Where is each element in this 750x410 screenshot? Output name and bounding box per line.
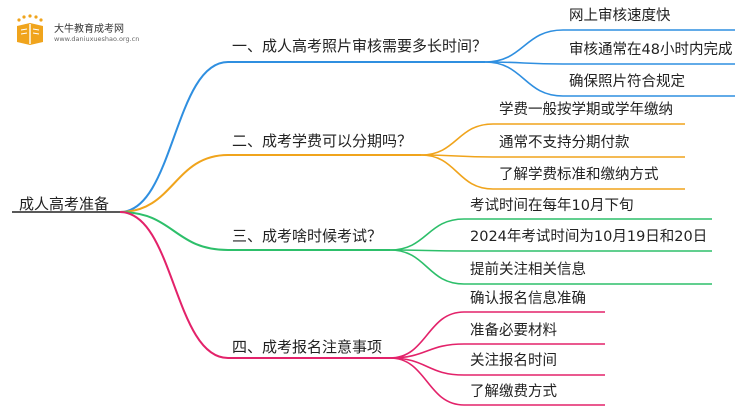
leaf-2-1: 学费一般按学期或学年缴纳 (499, 102, 673, 118)
branch-1-connector (119, 61, 229, 213)
leaf-4-3: 关注报名时间 (470, 353, 557, 369)
leaf-4-1-connector (389, 311, 465, 359)
leaf-3-3: 提前关注相关信息 (470, 262, 586, 278)
branch-3-label: 三、成考啥时候考试？ (232, 227, 383, 245)
leaf-3-3-connector (389, 249, 465, 285)
leaf-4-4-connector (389, 357, 465, 406)
branch-1-label: 一、成人高考照片审核需要多长时间？ (232, 37, 488, 55)
leaf-4-2-connector (389, 343, 465, 359)
branch-2-connector (119, 154, 229, 213)
site-logo: 大牛教育成考网 www.daniuxueshao.org.cn (10, 14, 140, 48)
leaf-2-3: 了解学费标准和缴纳方式 (499, 167, 659, 183)
leaf-1-3-connector (484, 61, 564, 97)
leaf-3-2: 2024年考试时间为10月19日和20日 (470, 229, 708, 245)
branch-2-label: 二、成考学费可以分期吗？ (232, 132, 413, 150)
leaf-1-1: 网上审核速度快 (569, 8, 671, 24)
leaf-3-1: 考试时间在每年10月下旬 (470, 198, 634, 214)
logo-icon (17, 14, 43, 45)
leaf-4-3-connector (389, 357, 465, 376)
leaf-2-1-connector (420, 123, 494, 156)
branch-4-connector (119, 211, 229, 359)
leaf-4-1: 确认报名信息准确 (470, 291, 586, 307)
branch-3-connector (119, 211, 229, 251)
logo-site-url: www.daniuxueshao.org.cn (54, 35, 140, 43)
leaf-2-2: 通常不支持分期付款 (499, 135, 630, 151)
leaf-1-1-connector (484, 29, 564, 63)
branch-4-label: 四、成考报名注意事项 (232, 338, 383, 356)
leaf-3-1-connector (389, 218, 465, 251)
leaf-4-4: 了解缴费方式 (470, 384, 557, 400)
leaf-1-3: 确保照片符合规定 (569, 74, 685, 90)
logo-site-name: 大牛教育成考网 (54, 24, 124, 35)
leaf-4-2: 准备必要材料 (470, 323, 557, 339)
leaf-1-2: 审核通常在48小时内完成 (569, 42, 733, 58)
root-node-label: 成人高考准备 (19, 195, 110, 213)
leaf-2-3-connector (420, 154, 494, 190)
